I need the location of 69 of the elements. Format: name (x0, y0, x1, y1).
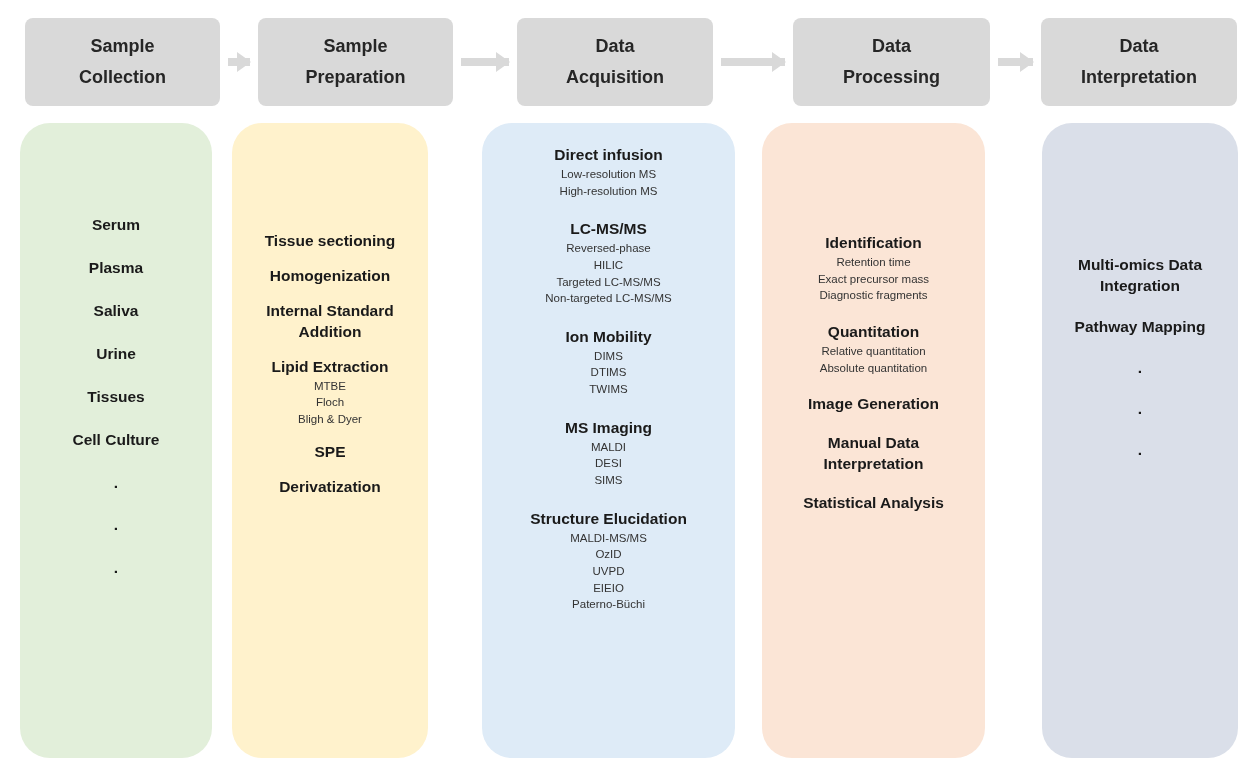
method-label: MTBE (314, 378, 346, 394)
column-panel (20, 123, 212, 758)
step-heading: MS Imaging (565, 417, 652, 438)
column-panel (1042, 123, 1238, 758)
stage-header: Data Processing (793, 18, 990, 106)
step-heading: Lipid Extraction (271, 356, 389, 377)
step-heading: Tissues (87, 386, 145, 407)
arrow (998, 52, 1034, 72)
step-heading: Homogenization (269, 265, 391, 286)
step-heading: . (1137, 439, 1143, 460)
step-heading: Direct infusion (554, 145, 663, 165)
step-heading: Cell Culture (72, 429, 160, 450)
method-label: Paterno-Büchi (572, 597, 645, 613)
stage-header: Data Interpretation (1041, 18, 1237, 106)
arrow (721, 52, 786, 72)
step-heading: Ion Mobility (565, 326, 652, 347)
step-heading: Manual Data Interpretation (822, 433, 925, 475)
method-label: Floch (315, 395, 345, 411)
step-heading: Derivatization (279, 476, 381, 497)
step-heading: Identification (825, 233, 922, 253)
column-panel (482, 123, 735, 758)
method-label: DESI (595, 456, 622, 472)
step-heading: LC-MS/MS (570, 219, 647, 240)
step-heading: . (1137, 357, 1143, 378)
step-heading: Internal Standard Addition (265, 300, 395, 342)
method-label: Non-targeted LC-MS/MS (545, 291, 672, 307)
method-label: Targeted LC-MS/MS (556, 274, 661, 290)
method-label: Relative quantitation (821, 343, 926, 359)
step-heading: . (1137, 398, 1143, 419)
method-label: UVPD (592, 564, 625, 579)
arrow (461, 52, 510, 72)
step-heading: Tissue sectioning (264, 231, 396, 251)
method-label: Retention time (836, 254, 911, 270)
method-label: OzID (595, 547, 622, 563)
step-heading: SPE (314, 441, 346, 462)
stage-header: Data Acquisition (517, 18, 713, 106)
column-panel (762, 123, 985, 758)
step-heading: Saliva (93, 300, 139, 321)
arrow (228, 52, 251, 72)
method-label: DIMS (594, 348, 623, 364)
method-label: Reversed-phase (566, 241, 651, 257)
step-heading: Plasma (88, 257, 144, 278)
method-label: HILIC (593, 257, 624, 273)
method-label: MALDI (590, 439, 627, 455)
method-label: MALDI-MS/MS (570, 530, 647, 546)
step-heading: Serum (91, 215, 141, 235)
method-label: SIMS (594, 473, 623, 489)
method-label: Exact precursor mass (817, 271, 930, 287)
step-heading: Structure Elucidation (530, 508, 687, 529)
method-label: Absolute quantitation (819, 360, 928, 376)
method-label: EIEIO (593, 580, 624, 596)
method-label: High-resolution MS (559, 183, 658, 199)
column-panel (232, 123, 428, 758)
method-label: DTIMS (590, 365, 627, 381)
stage-header: Sample Preparation (258, 18, 453, 106)
method-label: Low-resolution MS (560, 166, 657, 182)
method-label: TWIMS (589, 382, 628, 398)
method-label: Diagnostic fragments (819, 288, 928, 304)
step-heading: Pathway Mapping (1074, 316, 1206, 337)
step-heading: Statistical Analysis (803, 492, 944, 513)
step-heading: . (113, 472, 119, 493)
step-heading: . (113, 515, 119, 536)
step-heading: Urine (96, 343, 136, 364)
step-heading: Multi-omics Data Integration (1077, 255, 1204, 296)
step-heading: . (113, 558, 119, 579)
method-label: Bligh & Dyer (298, 411, 362, 427)
step-heading: Image Generation (808, 394, 939, 415)
step-heading: Quantitation (827, 321, 920, 342)
stage-header: Sample Collection (25, 18, 220, 106)
